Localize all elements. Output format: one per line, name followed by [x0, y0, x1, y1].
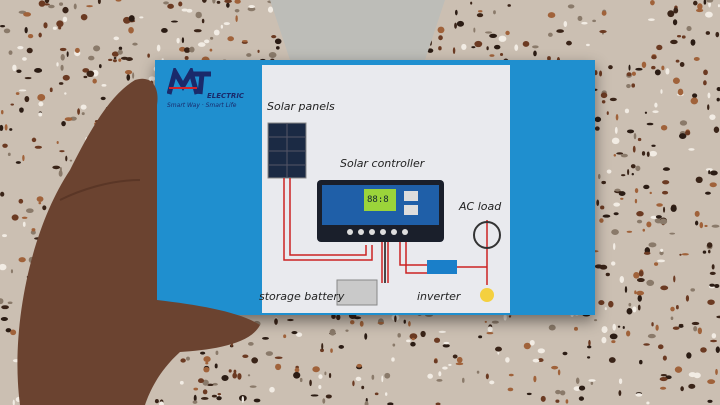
- brand-name: ELECTRIC: [207, 92, 245, 100]
- label-solar-panels: Solar panels: [267, 100, 335, 113]
- wiring-diagram: [267, 122, 501, 306]
- label-solar-controller: Solar controller: [340, 157, 425, 170]
- fan-icon: [473, 221, 501, 249]
- controller-display: 88:8: [367, 195, 389, 205]
- diagram-panel: Solar panels Solar controller AC load st…: [259, 65, 510, 313]
- label-inverter: inverter: [417, 290, 461, 303]
- brand-tagline: Smart Way · Smart Life: [167, 102, 237, 109]
- product-box: ELECTRIC Smart Way · Smart Life Solar pa…: [155, 60, 595, 315]
- storage-battery-icon: [336, 279, 378, 306]
- inverter-icon: [427, 260, 457, 274]
- bulb-icon: [480, 288, 494, 302]
- label-storage-battery: storage battery: [259, 290, 345, 303]
- brand-logo: [166, 65, 212, 100]
- label-ac-load: AC load: [459, 200, 502, 213]
